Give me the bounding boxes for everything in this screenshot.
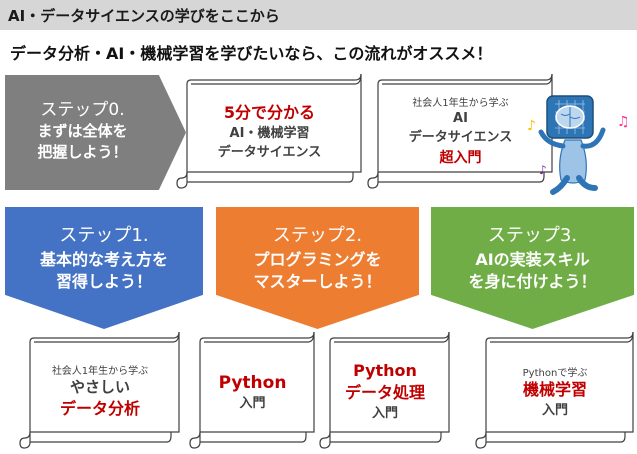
card-subtitle-2: データサイエンス <box>217 145 322 160</box>
scroll-frame-icon <box>19 331 180 449</box>
music-note-icon: ♫ <box>617 114 630 130</box>
step1-desc-line2: 習得しよう！ <box>55 272 152 291</box>
card-subtitle: 入門 <box>541 403 568 418</box>
step0-desc-line2: 把握しよう！ <box>37 143 128 161</box>
card-subtitle-2: データサイエンス <box>408 130 513 145</box>
step1-desc: 基本的な考え方を 習得しよう！ <box>5 249 203 293</box>
step1-label: ステップ1. <box>59 225 149 246</box>
step2-desc-line2: マスターしよう！ <box>253 272 382 291</box>
step2-label: ステップ2. <box>272 225 363 246</box>
card-title: 5分で分かる <box>223 103 316 122</box>
step1-banner: ステップ1. 基本的な考え方を 習得しよう！ <box>5 207 203 329</box>
card-title: Python <box>218 373 287 393</box>
card-title: Python <box>353 361 417 380</box>
step2-desc: プログラミングを マスターしよう！ <box>216 249 419 293</box>
step3-desc: AIの実装スキル を身に付けよう！ <box>431 249 634 293</box>
course-card-data-analysis[interactable]: 社会人1年生から学ぶ やさしい データ分析 <box>19 330 180 450</box>
course-card-python-intro[interactable]: Python 入門 <box>189 330 315 450</box>
step0-desc: まずは全体を 把握しよう！ <box>5 121 160 163</box>
step0-label: ステップ0. <box>40 100 125 120</box>
card-title-2: データ処理 <box>344 383 425 402</box>
step2-desc-line1: プログラミングを <box>253 250 382 269</box>
page-title: AI・データサイエンスの学びをここから <box>8 7 280 25</box>
music-note-icon: ♪ <box>527 118 536 134</box>
card-subtitle: やさしい <box>69 378 130 396</box>
step0-desc-line1: まずは全体を <box>37 122 128 140</box>
card-subtitle: 入門 <box>239 396 266 411</box>
course-card-python-data-processing[interactable]: Python データ処理 入門 <box>319 330 450 450</box>
card-subtitle: AI <box>453 111 468 126</box>
scroll-frame-icon <box>176 73 362 189</box>
card-subtitle: AI・機械学習 <box>229 126 310 141</box>
step0-chevron: ステップ0. まずは全体を 把握しよう！ <box>5 75 186 190</box>
course-card-ai-ds-intro[interactable]: 社会人1年生から学ぶ AI データサイエンス 超入門 <box>367 72 553 190</box>
card-caption: 社会人1年生から学ぶ <box>412 98 509 109</box>
step2-banner: ステップ2. プログラミングを マスターしよう！ <box>216 207 419 329</box>
step3-desc-line2: を身に付けよう！ <box>468 272 597 291</box>
subtitle: データ分析・AI・機械学習を学びたいなら、この流れがオススメ！ <box>10 44 493 63</box>
card-subtitle: 入門 <box>371 406 398 421</box>
scroll-frame-icon <box>367 73 553 189</box>
card-title: 機械学習 <box>522 380 587 399</box>
card-title: データ分析 <box>59 399 140 418</box>
header-bar: AI・データサイエンスの学びをここから <box>0 0 637 30</box>
scroll-frame-icon <box>475 331 634 449</box>
card-title: 超入門 <box>439 150 482 166</box>
course-card-python-ml[interactable]: Pythonで学ぶ 機械学習 入門 <box>475 330 634 450</box>
course-card-5min-ai[interactable]: 5分で分かる AI・機械学習 データサイエンス <box>176 72 362 190</box>
step1-desc-line1: 基本的な考え方を <box>39 250 168 269</box>
step3-banner: ステップ3. AIの実装スキル を身に付けよう！ <box>431 207 634 329</box>
scroll-frame-icon <box>319 331 450 449</box>
card-caption: Pythonで学ぶ <box>522 368 588 379</box>
music-note-icon: ♪ <box>539 163 547 177</box>
scroll-frame-icon <box>189 331 315 449</box>
robot-brain-mascot-icon: ♪ ♫ ♪ <box>527 95 630 195</box>
card-caption: 社会人1年生から学ぶ <box>51 366 149 377</box>
step3-desc-line1: AIの実装スキル <box>475 250 590 269</box>
step3-label: ステップ3. <box>487 225 578 246</box>
